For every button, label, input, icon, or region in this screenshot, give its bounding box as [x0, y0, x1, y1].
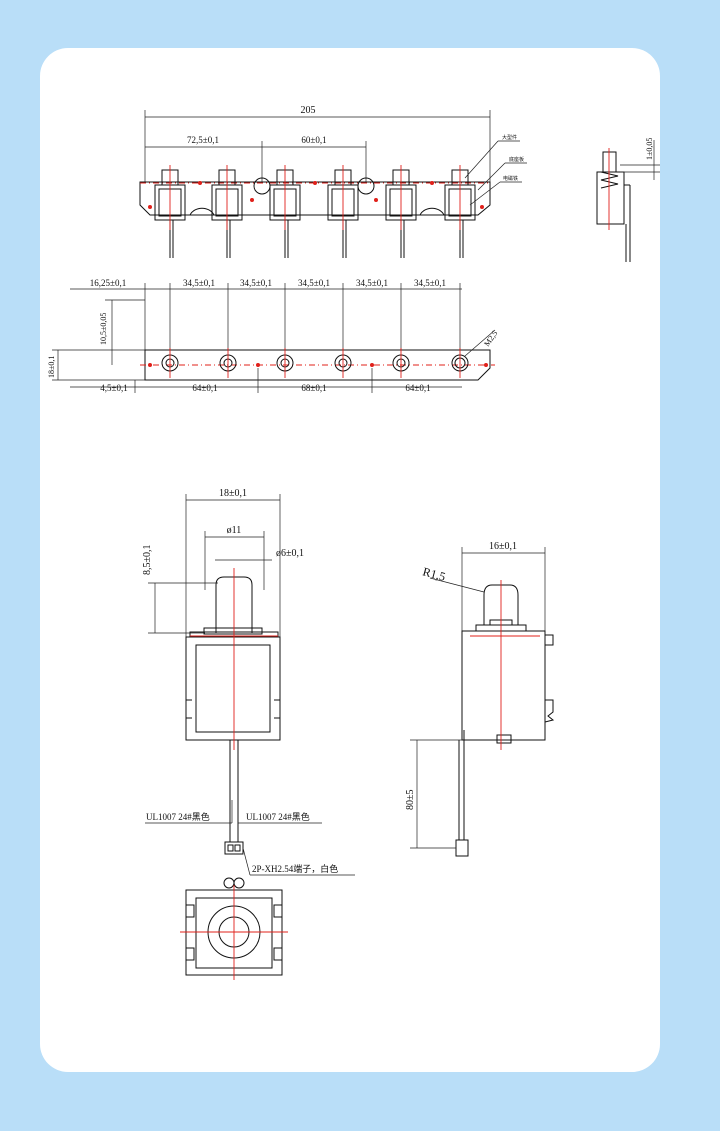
dim-pitch-a: 72,5±0,1	[187, 135, 219, 145]
dim-side-height: 1±0,05	[645, 138, 654, 160]
dim-spacing-5: 34,5±0,1	[414, 278, 446, 288]
dim-radius: R1,5	[421, 564, 447, 583]
callout-2: 底座板	[509, 156, 524, 163]
dim-plunger-head: ø11	[227, 525, 242, 536]
dim-spacing-2: 34,5±0,1	[240, 278, 272, 288]
drawing-card	[40, 48, 660, 1072]
callout-1: 大型件	[502, 134, 517, 141]
dim-plunger-height: 8,5±0,1	[142, 545, 153, 576]
dim-hole: M2,5	[482, 329, 499, 348]
plate-view: 16,25±0,1 34,5±0,1 34,5±0,1 34,5±0,1 34,…	[47, 278, 499, 393]
dim-side-width: 16±0,1	[489, 541, 517, 552]
dim-bottom-3: 68±0,1	[301, 383, 326, 393]
side-view: 16±0,1 R1,5 80±5	[405, 541, 555, 857]
wire-label-left: UL1007 24#黑色	[146, 811, 210, 822]
connector-label: 2P-XH2.54端子，白色	[252, 863, 338, 874]
dim-lead-length: 80±5	[405, 790, 416, 811]
plate-holes	[161, 354, 469, 372]
dim-spacing-3: 34,5±0,1	[298, 278, 330, 288]
callout-3: 电磁铁	[503, 175, 518, 182]
top-side-view: 1±0,05	[596, 138, 660, 262]
dim-vertical-b: 18±0,1	[47, 356, 56, 378]
front-view: 18±0,1 ø11 ø6±0,1 8,5±0,1	[142, 488, 355, 980]
top-assembly-view: 205 72,5±0,1 60±0,1	[139, 105, 527, 258]
dim-pitch-b: 60±0,1	[301, 135, 326, 145]
dim-spacing-4: 34,5±0,1	[356, 278, 388, 288]
dim-bottom-1: 4,5±0,1	[100, 383, 127, 393]
dim-spacing-1: 34,5±0,1	[183, 278, 215, 288]
dim-bottom-4: 64±0,1	[405, 383, 430, 393]
dim-vertical-a: 10,5±0,05	[99, 313, 108, 345]
dim-bottom-2: 64±0,1	[192, 383, 217, 393]
dim-overall-width: 205	[301, 105, 316, 116]
dim-front-width: 18±0,1	[219, 488, 247, 499]
solenoid-bottom-view	[180, 877, 288, 980]
wire-label-right: UL1007 24#黑色	[246, 811, 310, 822]
dim-offset: 16,25±0,1	[90, 278, 126, 288]
dim-plunger-shaft: ø6±0,1	[276, 548, 304, 559]
